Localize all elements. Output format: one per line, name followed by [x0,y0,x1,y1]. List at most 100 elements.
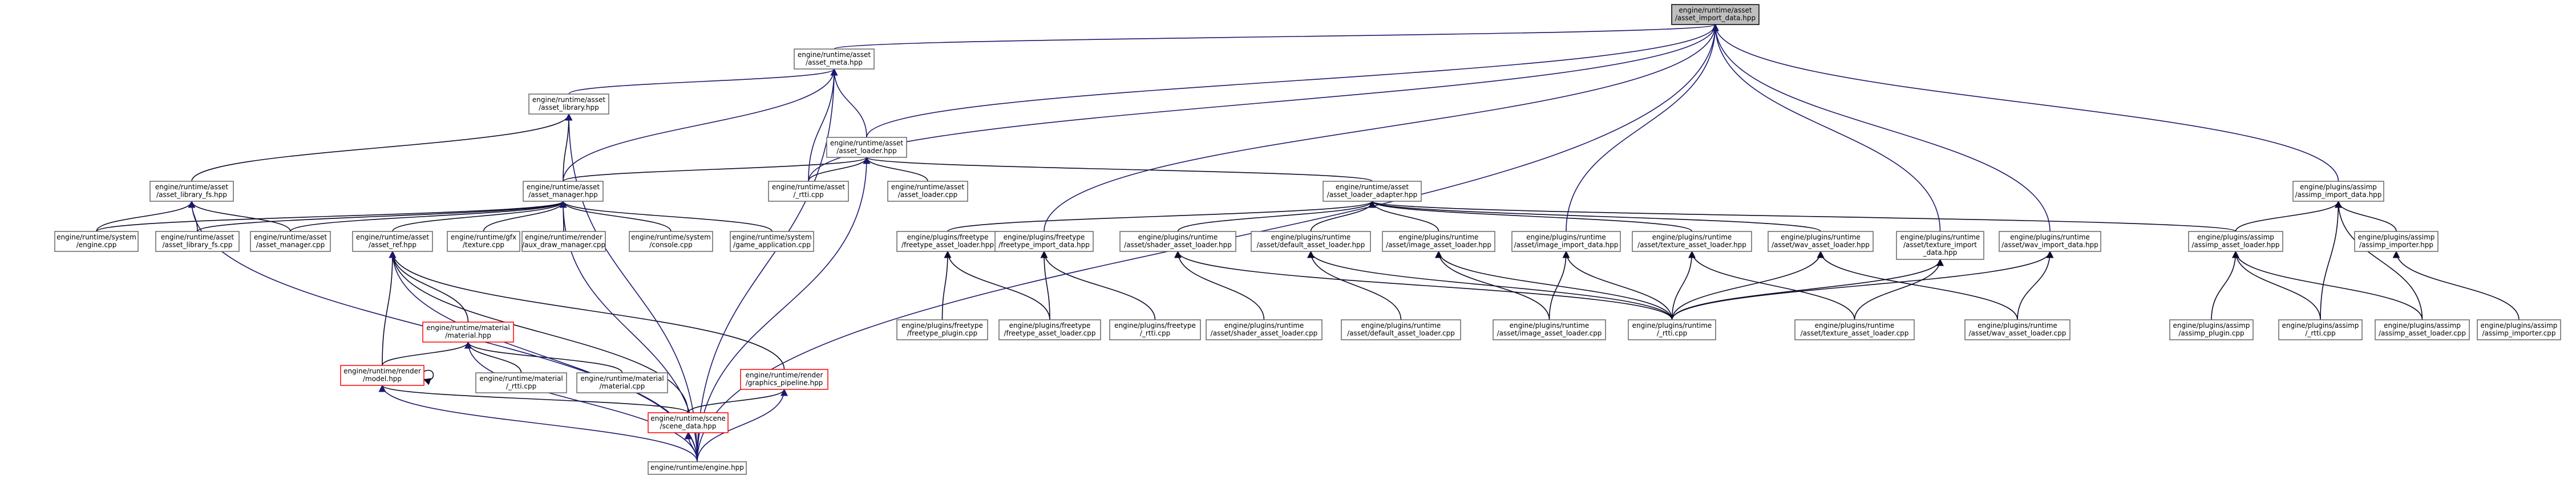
graph-node-n29[interactable]: engine/plugins/assimp/assimp_importer.hp… [2354,231,2438,252]
graph-node-n6[interactable]: engine/runtime/asset/_rtti.cpp [768,181,849,202]
graph-node-n17[interactable]: engine/runtime/system/game_application.c… [730,231,814,252]
graph-node-n10[interactable]: engine/runtime/system/engine.cpp [54,231,139,252]
graph-node-n28[interactable]: engine/plugins/assimp/assimp_asset_loade… [2188,231,2283,252]
node-label-line: engine/runtime/asset [161,233,234,241]
graph-node-n39[interactable]: engine/plugins/runtime/asset/texture_ass… [1794,319,1915,340]
node-label-line: /material.cpp [600,383,645,391]
edge-n1-to-n0 [834,23,1719,50]
node-label-line: engine/plugins/assimp [2358,233,2435,241]
graph-node-n24[interactable]: engine/plugins/runtime/asset/texture_ass… [1632,231,1752,252]
node-label-line: /asset/image_import_data.hpp [1514,241,1619,249]
graph-node-n4[interactable]: engine/runtime/asset/asset_library_fs.hp… [149,181,234,202]
graph-node-n40[interactable]: engine/plugins/runtime/asset/wav_asset_l… [1964,319,2070,340]
graph-node-n20[interactable]: engine/plugins/runtime/asset/shader_asse… [1119,231,1236,252]
edge-n43-to-n9 [2335,200,2423,320]
graph-node-n5[interactable]: engine/runtime/asset/asset_manager.hpp [523,181,604,202]
node-label-line: engine/runtime/asset [1336,183,1409,191]
node-label-line: engine/plugins/runtime [1510,322,1590,330]
graph-node-n0[interactable]: engine/runtime/asset/asset_import_data.h… [1671,4,1760,25]
node-label-line: /material.hpp [445,332,491,340]
node-label-line: engine/plugins/runtime [1224,322,1304,330]
graph-node-n18[interactable]: engine/plugins/freetype/freetype_asset_l… [896,231,999,252]
edge-n24-to-n8 [1368,200,1693,232]
graph-node-n34[interactable]: engine/plugins/freetype/_rtti.cpp [1109,319,1201,340]
graph-node-n8[interactable]: engine/runtime/asset/asset_loader_adapte… [1323,181,1422,202]
graph-node-n19[interactable]: engine/plugins/freetype/freetype_import_… [994,231,1094,252]
graph-node-n47[interactable]: engine/runtime/material/material.cpp [576,372,668,393]
edge-n49-to-n1 [697,68,838,462]
graph-node-n32[interactable]: engine/plugins/freetype/freetype_plugin.… [896,319,988,340]
node-label-line: /asset/default_asset_loader.cpp [1347,330,1455,337]
graph-node-n41[interactable]: engine/plugins/assimp/assimp_plugin.cpp [2169,319,2254,340]
edge-n38-to-n27 [1671,250,2054,320]
graph-node-n3[interactable]: engine/runtime/asset/asset_loader.hpp [826,137,907,158]
edge-n12-to-n5 [290,200,567,232]
graph-node-n22[interactable]: engine/plugins/runtime/asset/image_asset… [1382,231,1495,252]
node-box [1896,231,1984,260]
node-label-line: /aux_draw_manager.cpp [522,241,605,249]
edge-n10-to-n5 [96,200,567,232]
node-label-line: engine/plugins/assimp [2384,322,2461,330]
edge-n38-to-n21 [1307,250,1673,320]
graph-node-n12[interactable]: engine/runtime/asset/asset_manager.cpp [250,231,331,252]
graph-node-n37[interactable]: engine/plugins/runtime/asset/image_asset… [1493,319,1606,340]
node-box [1109,319,1201,340]
node-label-line: /asset_manager.cpp [256,241,325,249]
edge-n33-to-n19 [1040,250,1050,320]
graph-node-n48[interactable]: engine/runtime/scene/scene_data.hpp [648,412,729,433]
graph-node-n16[interactable]: engine/runtime/system/console.cpp [629,231,713,252]
node-label-line: engine/runtime/material [426,324,509,332]
edge-n29-to-n9 [2335,200,2397,232]
graph-node-n31[interactable]: engine/runtime/render/graphics_pipeline.… [740,369,828,390]
edge-n3-to-n1 [830,68,867,138]
graph-node-n7[interactable]: engine/runtime/asset/asset_loader.cpp [887,181,968,202]
node-label-line: /asset/shader_asset_loader.hpp [1124,241,1232,249]
node-label-line: /freetype_import_data.hpp [998,241,1090,249]
graph-node-n25[interactable]: engine/plugins/runtime/asset/wav_asset_l… [1768,231,1874,252]
edge-n28-to-n8 [1369,200,2237,232]
graph-node-n9[interactable]: engine/plugins/assimp/assimp_import_data… [2292,181,2384,202]
graph-node-n43[interactable]: engine/plugins/assimp/assimp_asset_loade… [2375,319,2470,340]
graph-node-n26[interactable]: engine/plugins/runtime/asset/texture_imp… [1896,231,1984,260]
node-label-line: /assimp_asset_loader.hpp [2191,241,2279,249]
graph-node-n11[interactable]: engine/runtime/asset/asset_library_fs.cp… [155,231,240,252]
node-label-line: engine/plugins/runtime [1526,233,1606,241]
graph-node-n35[interactable]: engine/plugins/runtime/asset/shader_asse… [1206,319,1323,340]
edge-n6-to-n1 [808,68,838,182]
graph-node-n44[interactable]: engine/plugins/assimp/assimp_importer.cp… [2477,319,2561,340]
graph-node-n21[interactable]: engine/plugins/runtime/asset/default_ass… [1251,231,1371,252]
node-label-line: /asset/image_asset_loader.hpp [1386,241,1491,249]
graph-node-n38[interactable]: engine/plugins/runtime/_rtti.cpp [1628,319,1716,340]
graph-node-n2[interactable]: engine/runtime/asset/asset_library.hpp [528,93,609,115]
edge-n38-to-n25 [1671,250,1825,320]
graph-node-n14[interactable]: engine/runtime/gfx/texture.cpp [447,231,520,252]
edge-n43-to-n28 [2232,250,2423,320]
node-label-line: engine/plugins/freetype [907,233,989,241]
node-label-line: /scene_data.hpp [660,422,717,430]
graph-node-n27[interactable]: engine/plugins/runtime/asset/wav_import_… [1999,231,2101,252]
edge-n16-to-n5 [559,200,672,232]
edge-n33-to-n18 [944,250,1050,320]
graph-node-n23[interactable]: engine/plugins/runtime/asset/image_impor… [1511,231,1621,252]
node-label-line: /asset_meta.hpp [806,59,863,67]
edge-n10-to-n4 [96,200,196,232]
graph-node-n33[interactable]: engine/plugins/freetype/freetype_asset_l… [998,319,1101,340]
node-label-line: /asset/texture_asset_loader.cpp [1801,330,1909,337]
node-label-line: /_rtti.cpp [1140,330,1170,337]
node-label-line: engine/plugins/freetype [1114,322,1196,330]
node-label-line: engine/runtime/render [746,371,823,379]
node-label-line: engine/runtime/system [732,233,812,241]
nodes-layer: engine/runtime/asset/asset_import_data.h… [54,4,2561,475]
graph-node-n30[interactable]: engine/runtime/material/material.hpp [422,322,514,343]
node-label-line: /asset_library_fs.cpp [163,241,233,249]
graph-node-n13[interactable]: engine/runtime/asset/asset_ref.hpp [352,231,433,252]
graph-node-n49[interactable]: engine/runtime/engine.hpp [648,461,747,475]
graph-node-n1[interactable]: engine/runtime/asset/asset_meta.hpp [794,48,875,70]
edge-n40-to-n27 [2017,250,2054,320]
graph-node-n36[interactable]: engine/plugins/runtime/asset/default_ass… [1341,319,1461,340]
node-box [475,372,567,393]
graph-node-n46[interactable]: engine/runtime/material/_rtti.cpp [475,372,567,393]
graph-node-n15[interactable]: engine/runtime/render/aux_draw_manager.c… [521,231,606,252]
graph-node-n42[interactable]: engine/plugins/assimp/_rtti.cpp [2278,319,2363,340]
graph-node-n45[interactable]: engine/runtime/render/model.hpp [340,365,424,386]
